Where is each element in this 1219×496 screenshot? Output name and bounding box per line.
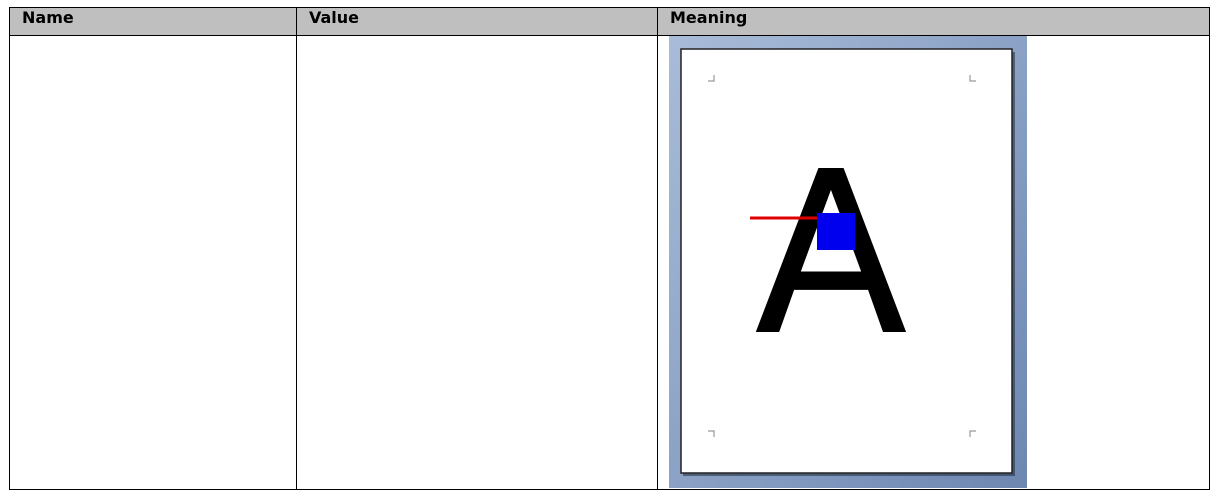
page-preview-illustration: A	[669, 36, 1027, 488]
cell-meaning: A	[658, 36, 1210, 490]
header-meaning: Meaning	[658, 8, 1210, 36]
header-value: Value	[297, 8, 658, 36]
cell-value	[297, 36, 658, 490]
marker-box	[817, 213, 855, 250]
table-header-row: Name Value Meaning	[10, 8, 1210, 36]
glyph-letter: A	[754, 124, 908, 386]
property-table: Name Value Meaning	[9, 7, 1210, 490]
header-name: Name	[10, 8, 297, 36]
cell-name	[10, 36, 297, 490]
table-row: A	[10, 36, 1210, 490]
illustration-container: A	[658, 36, 1209, 488]
